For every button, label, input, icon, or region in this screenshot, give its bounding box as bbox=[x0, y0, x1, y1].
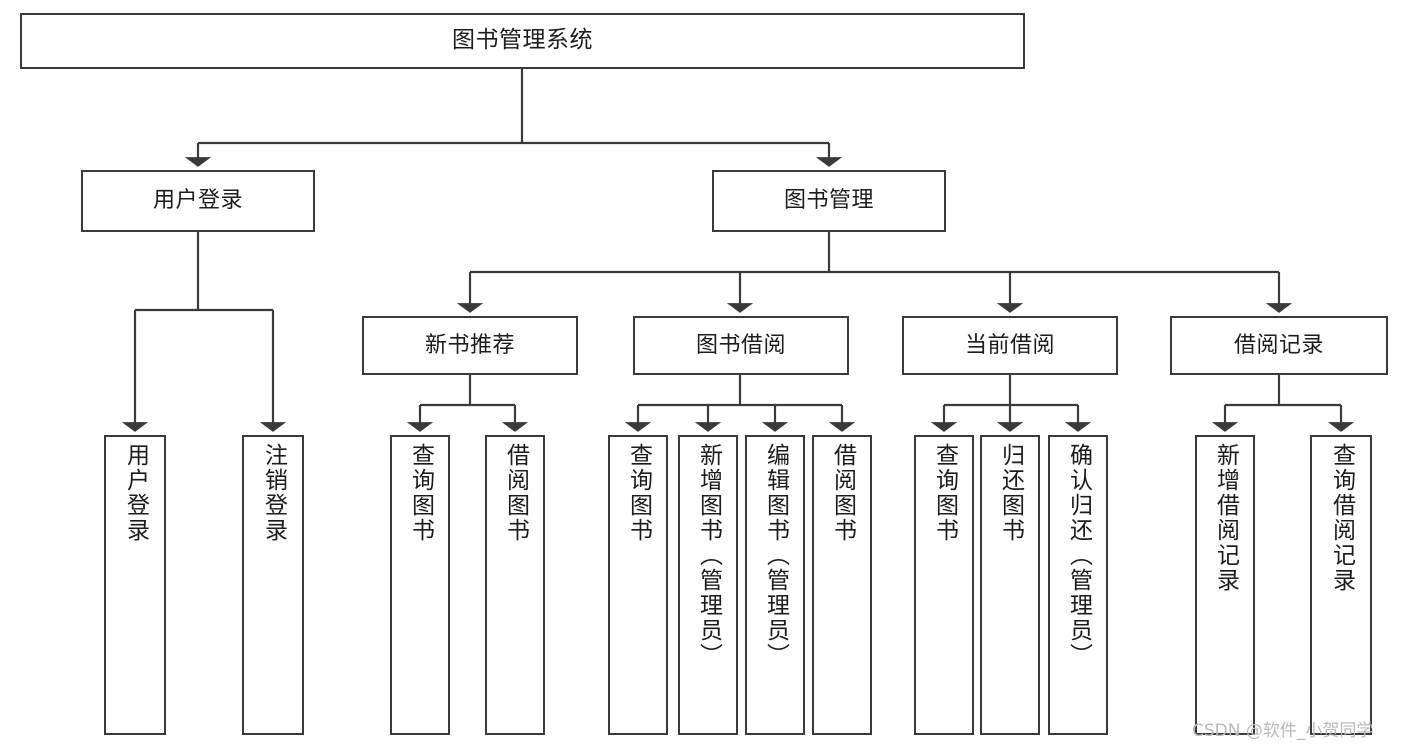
node-label: 新增图书（管理员） bbox=[695, 443, 722, 668]
node-label: 查询图书 bbox=[625, 443, 652, 543]
node-label: 查询图书 bbox=[407, 443, 434, 543]
node-label: 编辑图书（管理员） bbox=[762, 443, 789, 668]
node-borrow-record[interactable]: 借阅记录 bbox=[1170, 316, 1388, 375]
node-label: 用户登录 bbox=[122, 443, 149, 543]
node-label: 新书推荐 bbox=[424, 332, 515, 358]
leaf-user-login[interactable]: 用户登录 bbox=[104, 435, 166, 735]
leaf-current-return-book[interactable]: 归还图书 bbox=[980, 435, 1040, 735]
leaf-record-add-borrow-record[interactable]: 新增借阅记录 bbox=[1195, 435, 1255, 735]
leaf-borrow-add-book-admin[interactable]: 新增图书（管理员） bbox=[678, 435, 738, 735]
node-label: 借阅图书 bbox=[502, 443, 529, 543]
leaf-borrow-query-book[interactable]: 查询图书 bbox=[608, 435, 668, 735]
watermark-text: CSDN @软件_小贺同学 bbox=[1192, 721, 1374, 741]
node-label: 用户登录 bbox=[152, 188, 243, 214]
node-label: 图书管理系统 bbox=[452, 27, 593, 54]
node-root-system[interactable]: 图书管理系统 bbox=[20, 13, 1025, 69]
node-label: 查询图书 bbox=[931, 443, 958, 543]
leaf-recommend-borrow-book[interactable]: 借阅图书 bbox=[485, 435, 545, 735]
node-label: 新增借阅记录 bbox=[1212, 443, 1239, 593]
node-label: 图书借阅 bbox=[695, 332, 786, 358]
leaf-current-query-book[interactable]: 查询图书 bbox=[914, 435, 974, 735]
leaf-recommend-query-book[interactable]: 查询图书 bbox=[390, 435, 450, 735]
node-label: 图书管理 bbox=[783, 188, 874, 214]
node-new-book-recommend[interactable]: 新书推荐 bbox=[362, 316, 578, 375]
node-label: 借阅记录 bbox=[1233, 332, 1324, 358]
node-label: 归还图书 bbox=[997, 443, 1024, 543]
leaf-borrow-borrow-book[interactable]: 借阅图书 bbox=[812, 435, 872, 735]
node-label: 确认归还（管理员） bbox=[1065, 443, 1092, 668]
node-user-login[interactable]: 用户登录 bbox=[81, 170, 315, 232]
node-label: 查询借阅记录 bbox=[1328, 443, 1355, 593]
node-label: 注销登录 bbox=[260, 443, 287, 543]
node-label: 当前借阅 bbox=[964, 332, 1055, 358]
leaf-current-confirm-return-admin[interactable]: 确认归还（管理员） bbox=[1048, 435, 1108, 735]
node-current-borrow[interactable]: 当前借阅 bbox=[902, 316, 1118, 375]
leaf-record-query-borrow-record[interactable]: 查询借阅记录 bbox=[1310, 435, 1372, 735]
leaf-borrow-edit-book-admin[interactable]: 编辑图书（管理员） bbox=[745, 435, 805, 735]
leaf-user-logout[interactable]: 注销登录 bbox=[242, 435, 304, 735]
node-book-borrow[interactable]: 图书借阅 bbox=[633, 316, 849, 375]
node-book-management[interactable]: 图书管理 bbox=[712, 170, 946, 232]
node-label: 借阅图书 bbox=[829, 443, 856, 543]
